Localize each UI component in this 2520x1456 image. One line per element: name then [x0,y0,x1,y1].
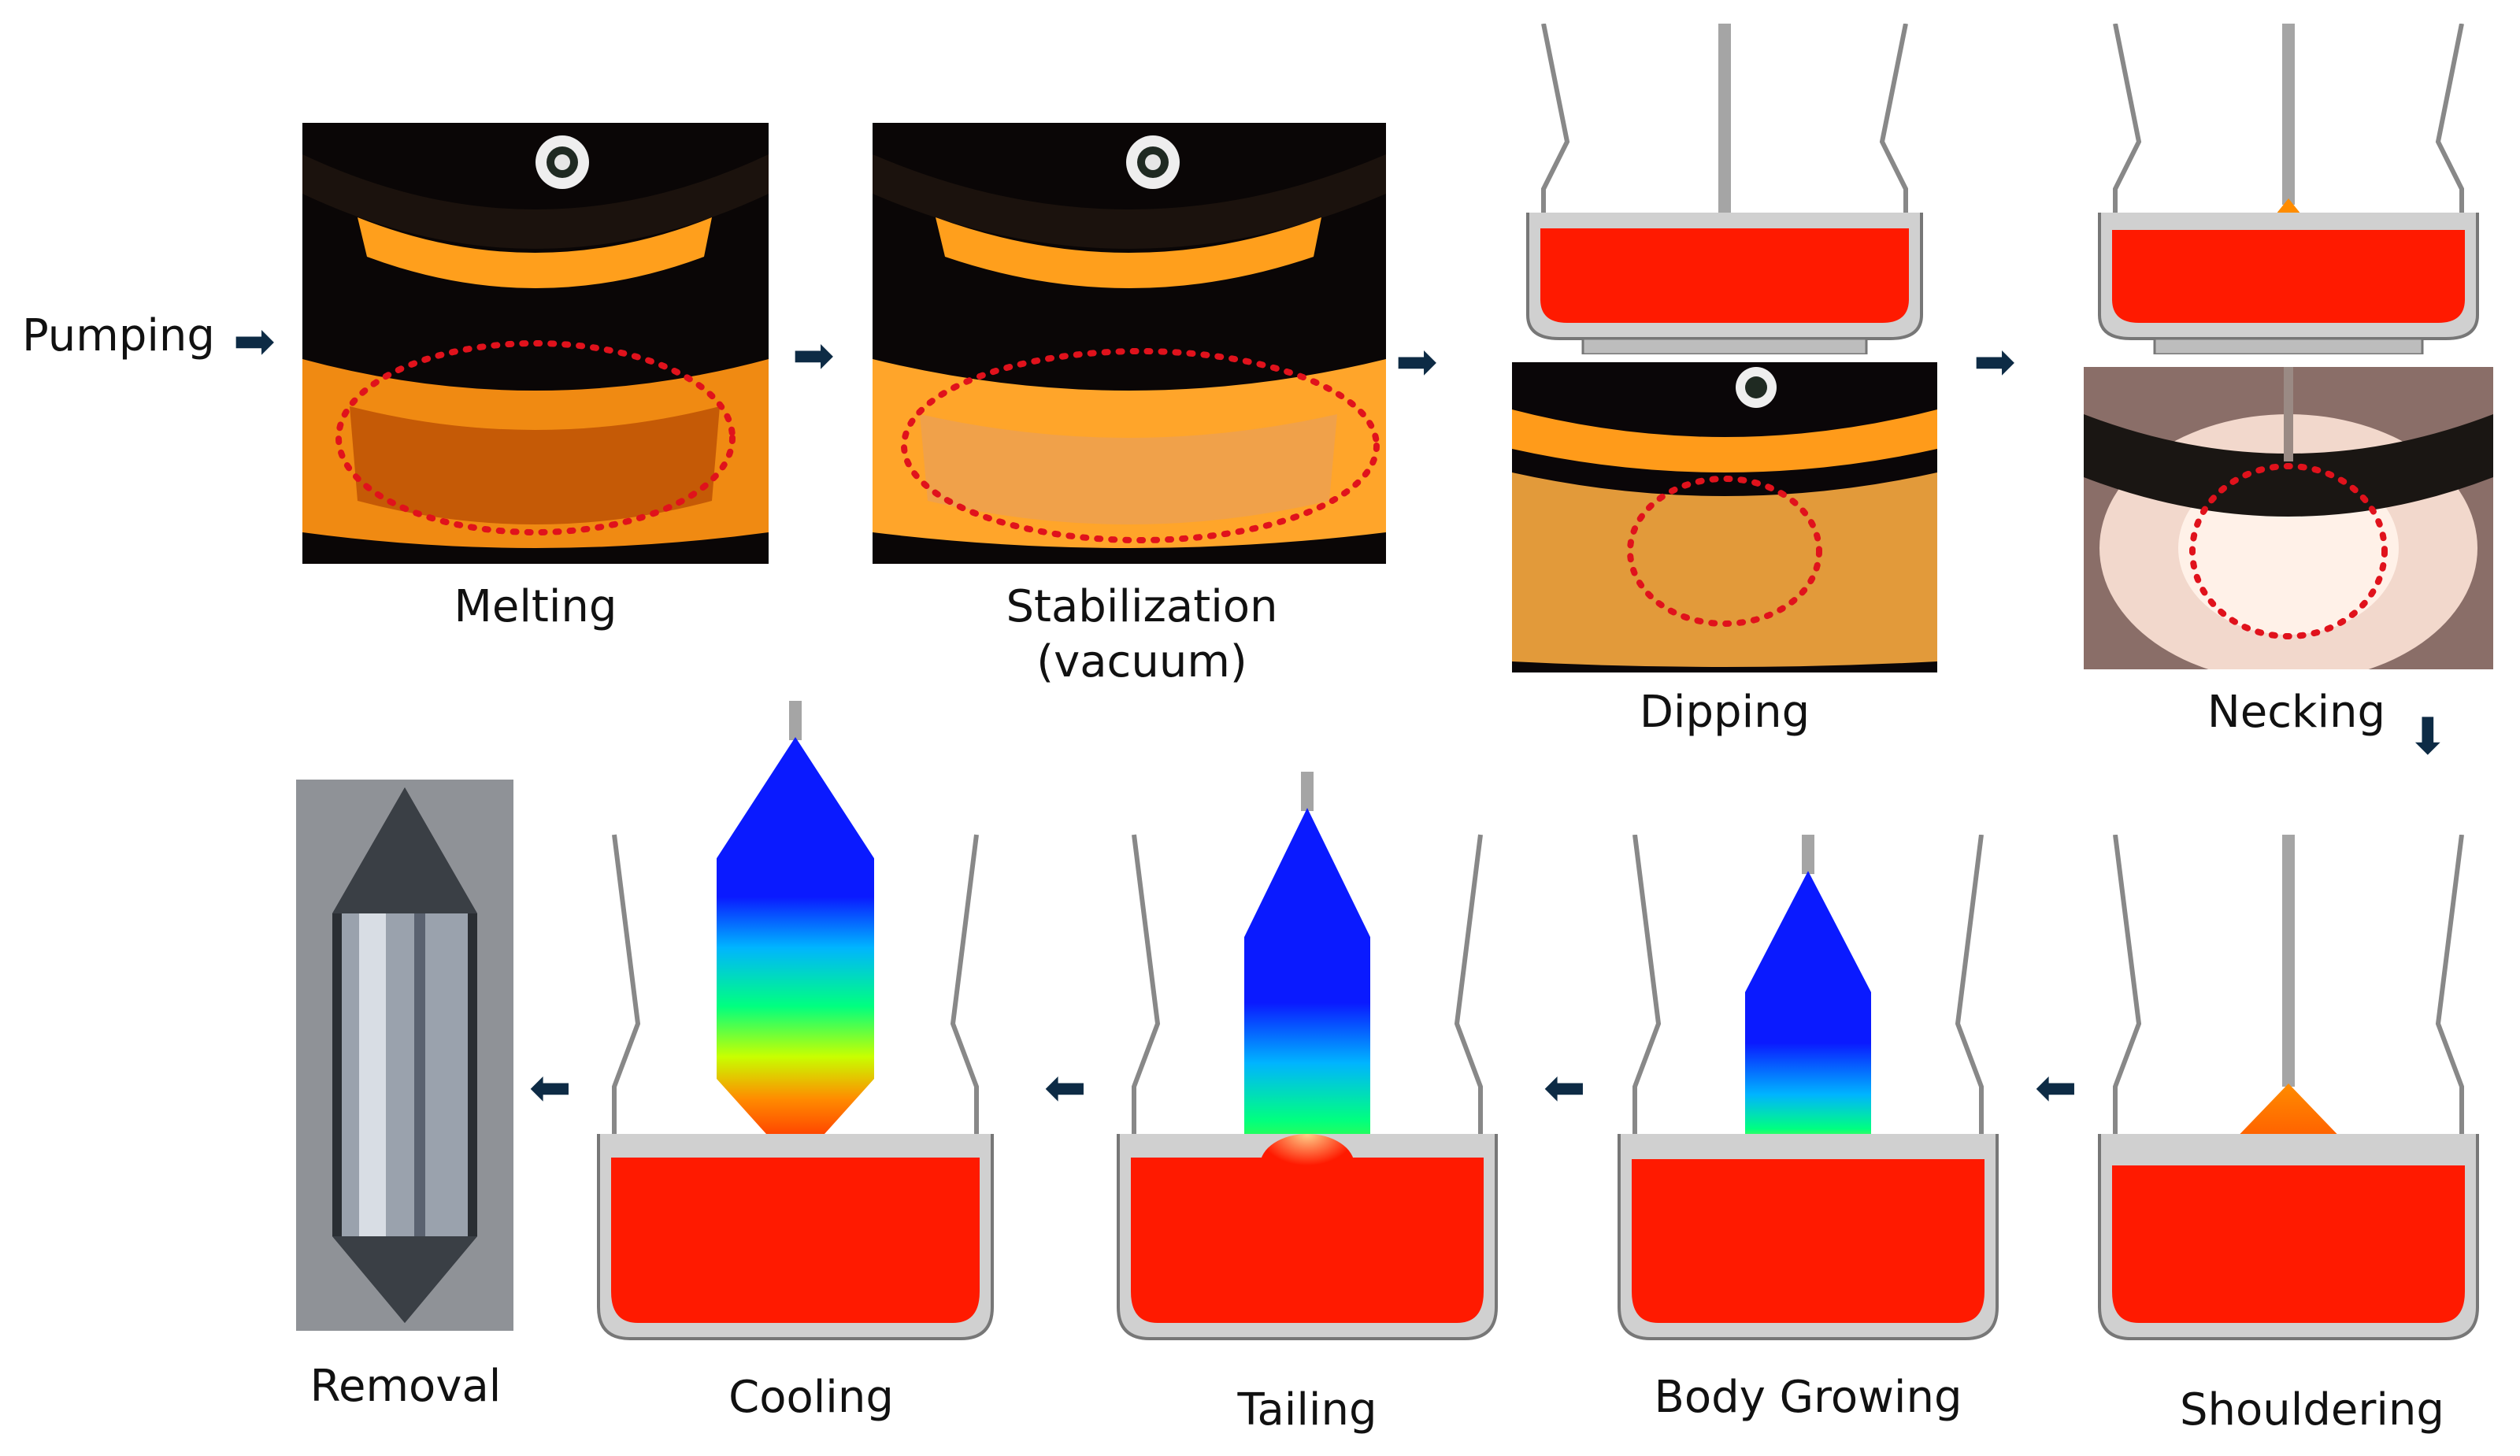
step-label-tailing: Tailing [1237,1384,1377,1436]
arrow-left-icon: ⬅ [1544,1059,1586,1117]
stabilization-photo [873,123,1386,564]
dipping-photo [1512,362,1937,672]
tailing-simulation [1102,772,1512,1354]
arrow-down-icon: ⬇ [2407,708,2449,766]
necking-simulation [2084,24,2493,354]
necking-photo [2084,367,2493,669]
arrow-right-icon: ➡ [1395,333,1438,391]
arrow-left-icon: ⬅ [1044,1059,1087,1117]
step-label-cooling: Cooling [728,1372,894,1423]
step-label-removal: Removal [309,1361,502,1412]
step-label-dipping: Dipping [1639,687,1810,738]
body-growing-simulation [1603,835,2013,1354]
step-label-pumping: Pumping [22,310,215,361]
arrow-left-icon: ⬅ [529,1059,572,1117]
removal-photo [296,780,513,1331]
arrow-right-icon: ➡ [792,327,835,385]
step-label-necking: Necking [2207,687,2386,738]
shouldering-simulation [2084,835,2493,1354]
step-label-melting: Melting [454,581,617,632]
step-label-stabilization: Stabilization (vacuum) [1006,581,1278,687]
arrow-left-icon: ⬅ [2035,1059,2077,1117]
melting-photo [302,123,769,564]
arrow-right-icon: ➡ [233,313,276,371]
step-label-shouldering: Shouldering [2180,1384,2444,1436]
step-label-body-growing: Body Growing [1654,1372,1962,1423]
dipping-simulation [1512,24,1937,354]
cooling-simulation [583,701,1008,1354]
arrow-right-icon: ➡ [1973,333,2016,391]
